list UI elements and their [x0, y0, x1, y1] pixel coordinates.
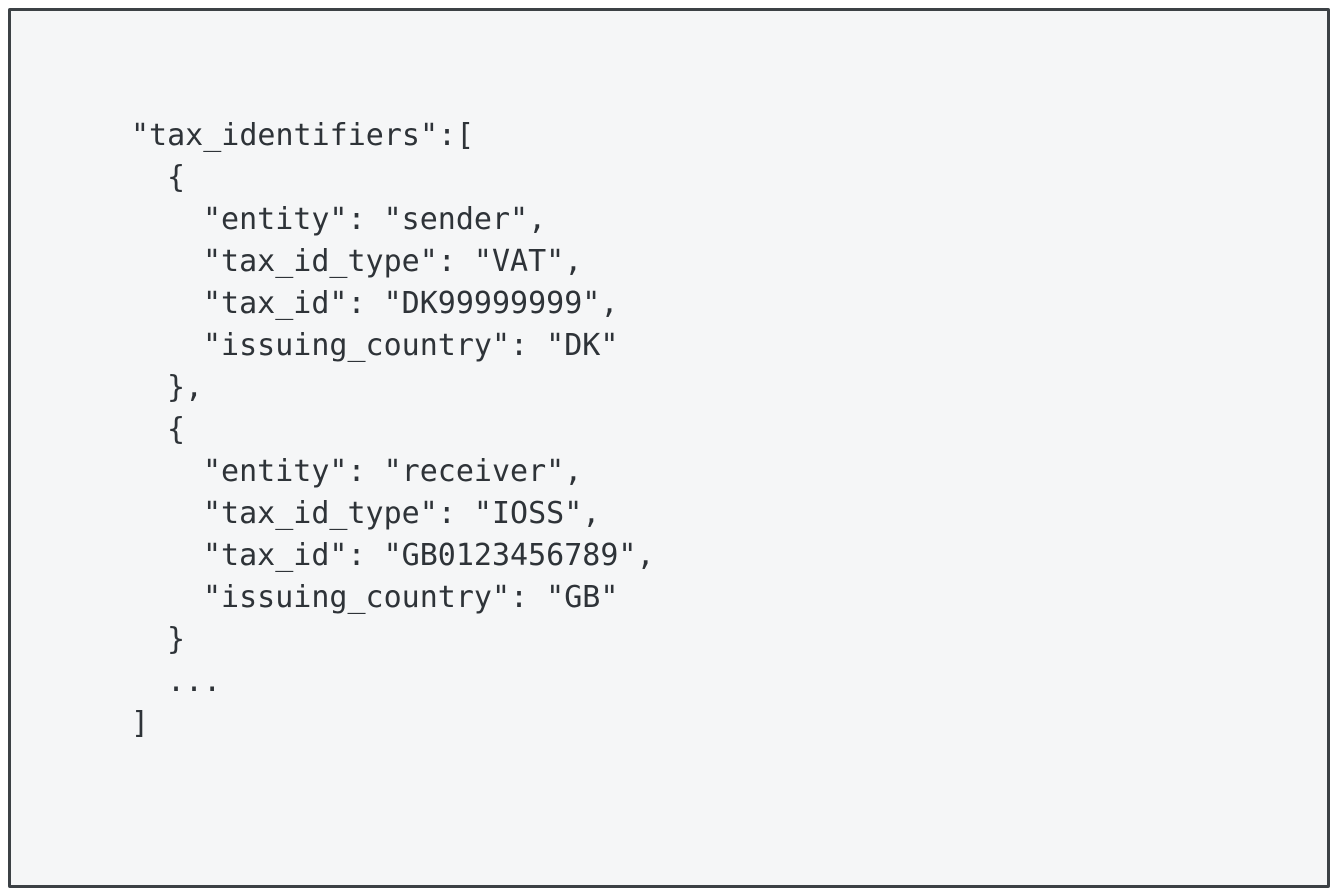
code-line: "tax_id": "GB0123456789",: [203, 538, 655, 573]
code-line: "issuing_country": "GB": [203, 580, 619, 615]
code-snippet-card: "tax_identifiers":[ { "entity": "sender", "…: [8, 8, 1330, 888]
code-line: "tax_id_type": "IOSS",: [203, 496, 601, 531]
code-line: "tax_id": "DK99999999",: [203, 286, 619, 321]
code-line: "tax_id_type": "VAT",: [203, 244, 583, 279]
code-line: "tax_identifiers":[: [131, 118, 475, 153]
code-line: ...: [167, 664, 222, 699]
code-line: "issuing_country": "DK": [203, 328, 619, 363]
code-line: "entity": "receiver",: [203, 454, 583, 489]
code-line: },: [167, 370, 204, 405]
code-line: }: [167, 622, 186, 657]
code-line: ]: [131, 706, 150, 741]
json-code-block[interactable]: "tax_identifiers":[ { "entity": "sender", "…: [131, 115, 655, 745]
code-line: {: [167, 412, 186, 447]
code-line: {: [167, 160, 186, 195]
code-line: "entity": "sender",: [203, 202, 547, 237]
